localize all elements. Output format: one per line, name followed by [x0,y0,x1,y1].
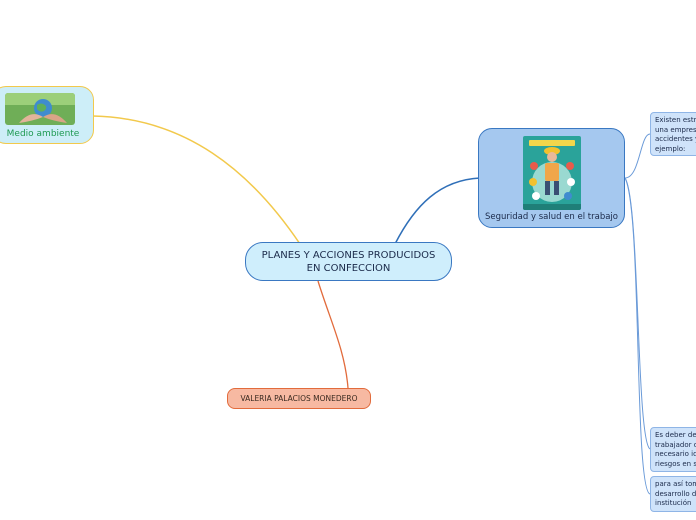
central-topic[interactable]: PLANES Y ACCIONES PRODUCIDOS EN CONFECCI… [245,242,452,281]
note-line: ejemplo: [655,144,686,153]
note-estrategias[interactable]: Existen estra una empresa accidentes y e… [650,112,696,156]
note-line: institución [655,499,692,507]
topic-seguridad-salud[interactable]: Seguridad y salud en el trabajo [478,128,625,228]
note-line: trabajador d [655,440,696,449]
central-topic-line-2: EN CONFECCION [306,262,391,274]
note-line: Es deber del [655,431,696,439]
note-deber[interactable]: Es deber del trabajador d necesario id r… [650,427,696,472]
note-line: necesario id [655,450,696,458]
note-line: accidentes y [655,135,696,143]
note-line: para así tom [655,480,696,488]
note-line: Existen estra [655,116,696,124]
link-seguridad [394,177,481,245]
note-line: desarrollo d [655,489,696,498]
topic-medio-ambiente-label: Medio ambiente [6,129,80,139]
link-author [317,280,349,389]
central-topic-line-1: PLANES Y ACCIONES PRODUCIDOS [261,249,436,261]
safety-worker-image [523,136,581,210]
author-topic[interactable]: VALERIA PALACIOS MONEDERO [227,388,371,409]
author-topic-label: VALERIA PALACIOS MONEDERO [240,394,358,403]
link-note-2 [624,177,651,450]
link-note-3 [624,177,651,495]
note-line: una empresa [655,125,696,134]
topic-medio-ambiente[interactable]: Medio ambiente [0,86,94,144]
link-note-1 [624,133,651,179]
note-desarrollo[interactable]: para así tom desarrollo d institución [650,476,696,512]
note-line: riesgos en s [655,459,696,468]
topic-seguridad-salud-label: Seguridad y salud en el trabajo [485,212,618,222]
link-medio-ambiente [92,115,301,245]
nature-image [5,93,75,125]
